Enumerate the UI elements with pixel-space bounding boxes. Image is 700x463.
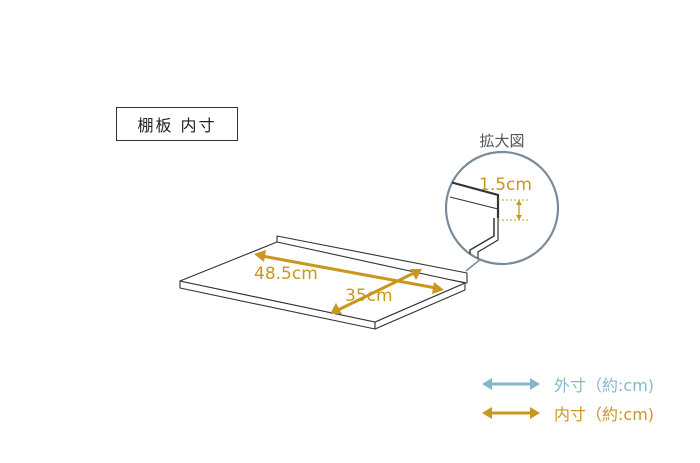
shelf-top-surface — [179, 241, 466, 323]
zoom-circle — [444, 150, 560, 266]
legend-outer-label: 外寸（約:cm) — [554, 376, 655, 395]
legend-outer: 外寸（約:cm) — [482, 373, 654, 395]
shelf-board — [179, 235, 468, 330]
title-box: 棚板 内寸 — [116, 107, 238, 141]
inner-arrow-icon — [482, 407, 540, 419]
lip-label: 1.5cm — [479, 175, 532, 195]
outer-arrow-icon — [482, 378, 540, 390]
depth-label: 35cm — [345, 286, 393, 306]
legend-inner-label: 内寸（約:cm) — [554, 405, 655, 424]
width-label: 48.5cm — [254, 264, 318, 284]
title-text: 棚板 内寸 — [137, 116, 217, 135]
zoom-label: 拡大図 — [479, 132, 524, 150]
legend-inner: 内寸（約:cm) — [482, 402, 654, 424]
depth-arrow — [330, 269, 422, 314]
lip-arrow — [516, 200, 522, 220]
width-arrow — [254, 250, 444, 294]
